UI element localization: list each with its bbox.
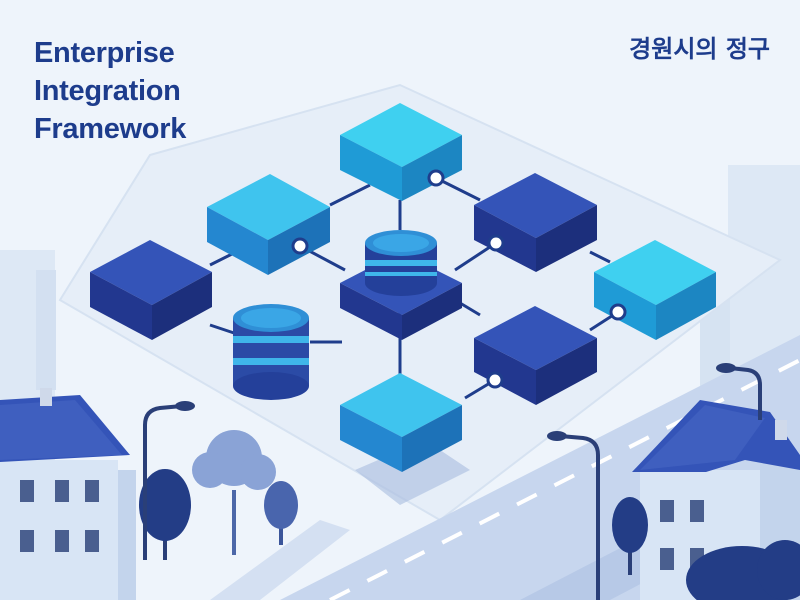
house-left-icon (0, 388, 136, 600)
connector-node-icon (486, 371, 504, 389)
server-block-bottom (340, 373, 462, 472)
connector-nodes (291, 169, 627, 389)
tree-cluster-right (612, 497, 800, 600)
title-line: Integration (34, 75, 181, 107)
connector-node-icon (427, 169, 445, 187)
server-block-right-upper (474, 173, 597, 272)
street-lamp-icon (729, 366, 762, 420)
page-title: Enterprise Integration Framework (34, 34, 186, 148)
server-block-right-lower (474, 306, 597, 405)
database-center-icon (365, 230, 437, 296)
street-lamp-icon (143, 404, 183, 560)
database-left-icon (233, 304, 309, 400)
connector-node-icon (609, 303, 627, 321)
server-block-right (594, 240, 716, 340)
server-block-left (90, 240, 212, 340)
server-block-top (340, 103, 462, 201)
title-line: Framework (34, 113, 187, 145)
street-lamp-icon (559, 434, 600, 600)
connector-node-icon (487, 234, 505, 252)
connector-node-icon (291, 237, 309, 255)
tree-cluster-left (139, 430, 298, 560)
korean-subtitle: 경원시의 정구 (629, 35, 770, 63)
title-line: Enterprise (34, 37, 175, 69)
